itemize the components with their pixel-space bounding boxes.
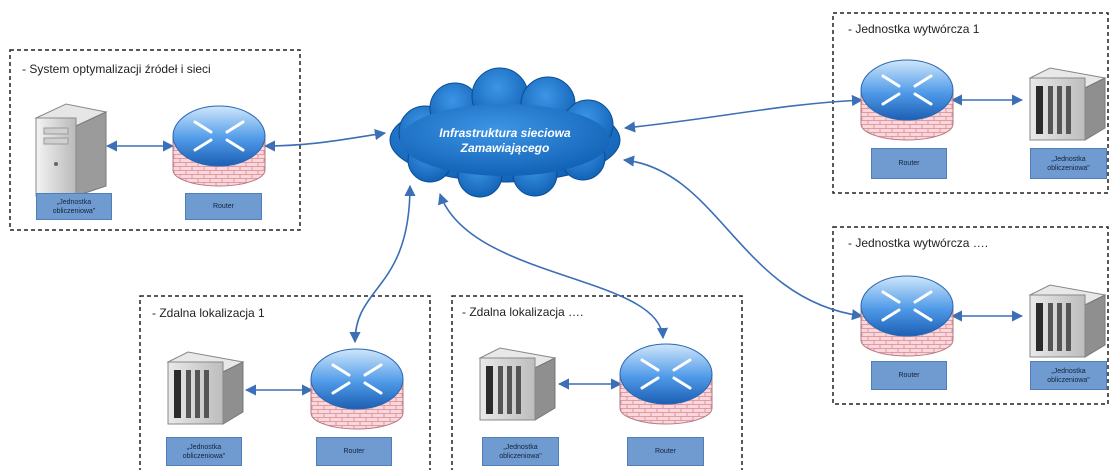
computing-unit-icon xyxy=(1028,284,1107,358)
router-icon xyxy=(172,105,266,187)
remoteN-device-label: „Jednostka obliczeniowa" xyxy=(482,437,559,466)
cloud-label: Infrastruktura sieciowa Zamawiającego xyxy=(425,126,585,156)
router-icon xyxy=(860,275,954,357)
network-cloud xyxy=(389,67,621,198)
cloud-label-line2: Zamawiającego xyxy=(460,141,550,155)
remoteN-box xyxy=(451,295,743,470)
computing-unit-icon xyxy=(166,351,245,425)
unitN-title: - Jednostka wytwórcza …. xyxy=(848,236,989,250)
computing-unit-icon xyxy=(1028,67,1107,141)
system-server-label: „Jednostka obliczeniowa" xyxy=(36,193,112,220)
router-icon xyxy=(860,59,954,141)
remote1-device-label: „Jednostka obliczeniowa" xyxy=(166,437,242,466)
remoteN-title: - Zdalna lokalizacja …. xyxy=(462,305,584,319)
unit1-router-label: Router xyxy=(871,148,947,179)
arrow-cloud-unit1 xyxy=(623,94,864,133)
router-icon xyxy=(619,343,713,425)
unit1-title: - Jednostka wytwórcza 1 xyxy=(848,22,980,36)
unit1-device-label: „Jednostka obliczeniowa" xyxy=(1030,148,1107,179)
unitN-router-label: Router xyxy=(871,361,947,390)
unitN-device-label: „Jednostka obliczeniowa" xyxy=(1030,361,1107,390)
system-title: - System optymalizacji źródeł i sieci xyxy=(22,62,211,76)
system-router-label: Router xyxy=(185,193,262,220)
connections xyxy=(105,94,1024,396)
arrow-cloud-remoteN xyxy=(438,192,669,340)
server-icon xyxy=(34,103,108,197)
remoteN-router-label: Router xyxy=(627,437,704,466)
remote1-router-label: Router xyxy=(316,437,392,466)
arrow-cloud-unitN xyxy=(622,155,864,321)
remote1-title: - Zdalna lokalizacja 1 xyxy=(152,306,265,320)
computing-unit-icon xyxy=(478,347,557,421)
router-icon xyxy=(310,348,404,430)
remote1-box xyxy=(139,295,431,470)
cloud-label-line1: Infrastruktura sieciowa xyxy=(439,126,571,140)
arrow-router-cloud xyxy=(263,129,387,152)
arrow-cloud-remote1 xyxy=(349,184,416,344)
